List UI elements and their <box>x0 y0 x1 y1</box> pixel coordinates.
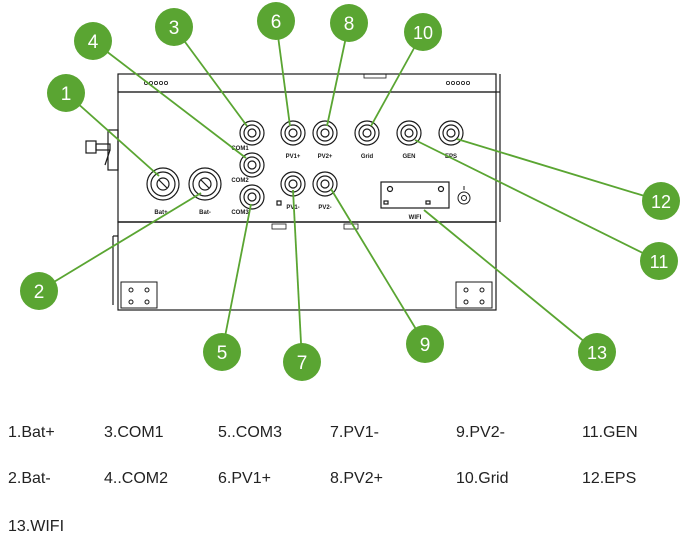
callout-8: 8 <box>330 4 368 42</box>
callout-7: 7 <box>283 343 321 381</box>
gen-label: GEN <box>402 154 415 160</box>
leader-lines <box>38 20 662 363</box>
port-pv2-plus <box>312 120 338 146</box>
pv2-plus-label: PV2+ <box>318 154 333 160</box>
port-eps <box>438 120 464 146</box>
callout-11-number: 11 <box>650 252 669 272</box>
mount-bracket-left <box>120 281 158 309</box>
port-com1 <box>239 120 265 146</box>
bat-plus-label: Bat+ <box>154 210 168 216</box>
callout-9: 9 <box>406 325 444 363</box>
callout-5-number: 5 <box>217 343 228 364</box>
callout-3-number: 3 <box>169 18 180 39</box>
com3-label: COM3 <box>231 210 249 216</box>
callout-1: 1 <box>47 74 85 112</box>
port-pv2-minus <box>312 171 338 197</box>
callout-12-number: 12 <box>651 192 671 212</box>
legend-item-4: 4..COM2 <box>104 470 169 487</box>
callout-3: 3 <box>155 8 193 46</box>
callout-7-number: 7 <box>297 353 308 374</box>
legend-item-11: 11.GEN <box>582 424 638 441</box>
callout-2-number: 2 <box>34 282 45 303</box>
bat-minus-label: Bat- <box>199 210 211 216</box>
legend-item-2: 2.Bat- <box>8 470 51 487</box>
callout-5: 5 <box>203 333 241 371</box>
com2-label: COM2 <box>231 178 249 184</box>
callout-6-number: 6 <box>271 12 282 33</box>
legend-item-6: 6.PV1+ <box>218 470 271 487</box>
callout-4: 4 <box>74 22 112 60</box>
legend-item-10: 10.Grid <box>456 470 509 487</box>
ground-terminal <box>457 186 471 205</box>
legend-item-3: 3.COM1 <box>104 424 164 441</box>
legend-item-9: 9.PV2- <box>456 424 505 441</box>
port-pv1-plus <box>280 120 306 146</box>
callout-10: 10 <box>404 13 442 51</box>
callout-13-number: 13 <box>587 343 607 363</box>
callout-13: 13 <box>578 333 616 371</box>
port-diagram: Bat+ Bat- COM1 COM2 COM3 PV1+ PV2+ Grid … <box>20 2 680 381</box>
pv1-minus-label: PV1- <box>286 205 299 211</box>
panel-clips <box>271 223 359 230</box>
bat-plus-connector <box>146 167 180 201</box>
callout-2: 2 <box>20 272 58 310</box>
legend-item-5: 5..COM3 <box>218 424 283 441</box>
legend-item-7: 7.PV1- <box>330 424 379 441</box>
pv1-plus-label: PV1+ <box>286 154 301 160</box>
mount-bracket-right <box>455 281 493 309</box>
port-com3 <box>239 184 265 210</box>
pv2-minus-label: PV2- <box>318 205 331 211</box>
side-switch <box>85 129 119 171</box>
inverter-bottom-panel <box>112 73 501 311</box>
port-gen <box>396 120 422 146</box>
legend-item-1: 1.Bat+ <box>8 424 55 441</box>
callout-4-number: 4 <box>88 32 99 53</box>
wifi-module <box>380 181 450 209</box>
com1-label: COM1 <box>231 146 249 152</box>
callout-12: 12 <box>642 182 680 220</box>
legend-item-12: 12.EPS <box>582 470 637 487</box>
legend-item-8: 8.PV2+ <box>330 470 383 487</box>
callout-10-number: 10 <box>413 23 433 43</box>
callouts: 1 2 3 4 5 6 7 8 9 10 11 12 13 <box>20 2 680 381</box>
grid-label: Grid <box>361 154 374 160</box>
callout-11: 11 <box>640 242 678 280</box>
top-slot <box>363 73 387 79</box>
callout-9-number: 9 <box>420 335 431 356</box>
callout-6: 6 <box>257 2 295 40</box>
legend-item-13: 13.WIFI <box>8 518 65 535</box>
port-pv1-minus <box>276 171 306 206</box>
callout-1-number: 1 <box>61 84 72 105</box>
wifi-label: WIFI <box>409 215 422 221</box>
bat-minus-connector <box>188 167 222 201</box>
vent-holes-right <box>445 81 470 86</box>
port-com2 <box>239 152 265 178</box>
port-grid <box>354 120 380 146</box>
callout-8-number: 8 <box>344 14 355 35</box>
